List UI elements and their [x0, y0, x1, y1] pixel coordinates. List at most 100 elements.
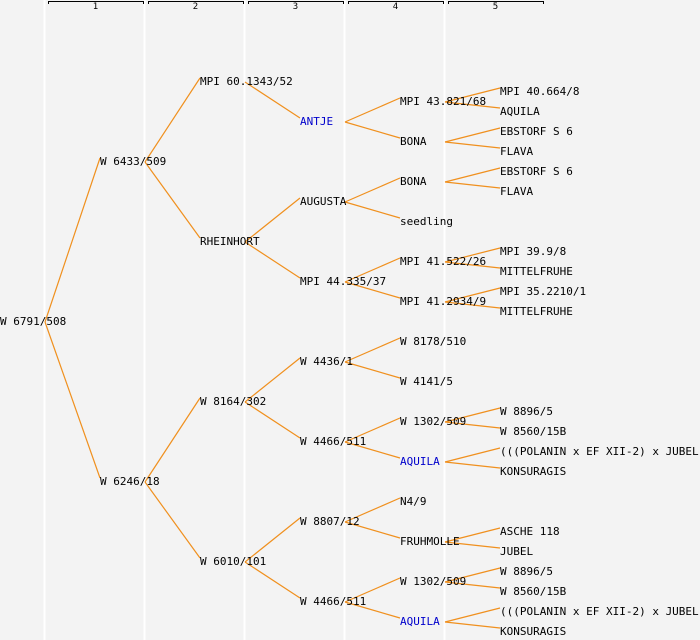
pedigree-node[interactable]: MPI 40.664/8 [500, 85, 580, 98]
pedigree-node[interactable]: MPI 44.335/37 [300, 275, 387, 288]
pedigree-edge [444, 447, 501, 463]
pedigree-edge [444, 127, 501, 143]
pedigree-edge [444, 287, 501, 303]
pedigree-node[interactable]: FLAVA [500, 145, 534, 158]
pedigree-node[interactable]: KONSURAGIS [500, 465, 567, 478]
pedigree-edge [444, 567, 501, 583]
pedigree-edge [344, 257, 401, 283]
pedigree-edge [444, 261, 501, 269]
pedigree-node[interactable]: W 8896/5 [500, 565, 553, 578]
pedigree-edge [444, 461, 501, 469]
pedigree-edge [144, 397, 201, 483]
pedigree-edge [344, 201, 401, 219]
pedigree-node[interactable]: W 1302/509 [400, 415, 467, 428]
pedigree-edge [444, 541, 501, 549]
generation-number: 1 [92, 2, 99, 12]
pedigree-node[interactable]: MPI 41.522/26 [400, 255, 487, 268]
pedigree-edge [344, 281, 401, 299]
pedigree-edge [444, 181, 501, 189]
pedigree-edge [244, 561, 301, 599]
pedigree-edge [144, 161, 201, 239]
pedigree-node[interactable]: (((POLANIN x EF XII-2) x JUBEL) x [500, 605, 700, 618]
pedigree-edge [344, 337, 401, 363]
pedigree-node[interactable]: FLAVA [500, 185, 534, 198]
pedigree-edge [344, 121, 401, 139]
pedigree-node[interactable]: MPI 39.9/8 [500, 245, 567, 258]
pedigree-node[interactable]: W 6246/18 [100, 475, 160, 488]
pedigree-edge [244, 81, 301, 119]
pedigree-edge [244, 357, 301, 403]
pedigree-edge [44, 157, 101, 323]
generation-number: 3 [292, 2, 299, 12]
pedigree-node[interactable]: W 4141/5 [400, 375, 453, 388]
pedigree-node[interactable]: W 8560/15B [500, 425, 567, 438]
pedigree-edge [444, 581, 501, 589]
generation-number: 4 [392, 2, 399, 12]
pedigree-edge [144, 481, 201, 559]
pedigree-edge [444, 621, 501, 629]
pedigree-edge [444, 607, 501, 623]
pedigree-node[interactable]: W 6010/101 [200, 555, 267, 568]
pedigree-edge [444, 407, 501, 423]
pedigree-node[interactable]: AUGUSTA [300, 195, 347, 208]
pedigree-edge [44, 321, 101, 479]
pedigree-node[interactable]: RHEINHORT [200, 235, 260, 248]
pedigree-node[interactable]: W 8807/12 [300, 515, 360, 528]
generation-number: 2 [192, 2, 199, 12]
pedigree-node[interactable]: MITTELFRUHE [500, 305, 573, 318]
pedigree-node[interactable]: FRUHMOLLE [400, 535, 460, 548]
pedigree-node[interactable]: W 4466/511 [300, 595, 367, 608]
pedigree-node[interactable]: AQUILA [500, 105, 540, 118]
pedigree-node[interactable]: N4/9 [400, 495, 427, 508]
pedigree-node[interactable]: W 4466/511 [300, 435, 367, 448]
pedigree-edge [344, 497, 401, 523]
pedigree-node[interactable]: EBSTORF S 6 [500, 165, 573, 178]
pedigree-node[interactable]: W 8178/510 [400, 335, 467, 348]
generation-bracket [148, 1, 244, 4]
pedigree-node[interactable]: W 1302/509 [400, 575, 467, 588]
pedigree-edge [244, 401, 301, 439]
generation-bracket [248, 1, 344, 4]
pedigree-node[interactable]: AQUILA [400, 615, 440, 628]
pedigree-node[interactable]: seedling [400, 215, 453, 228]
root-node[interactable]: W 6791/508 [0, 315, 67, 328]
pedigree-edge [244, 517, 301, 563]
pedigree-node[interactable]: ASCHE 118 [500, 525, 560, 538]
pedigree-node[interactable]: W 8896/5 [500, 405, 553, 418]
pedigree-node[interactable]: W 4436/1 [300, 355, 353, 368]
pedigree-node[interactable]: ANTJE [300, 115, 334, 128]
pedigree-edge [344, 601, 401, 619]
pedigree-edge [344, 441, 401, 459]
pedigree-node[interactable]: JUBEL [500, 545, 534, 558]
pedigree-edge [344, 97, 401, 123]
pedigree-edges [44, 77, 501, 629]
pedigree-node[interactable]: W 8164/302 [200, 395, 267, 408]
pedigree-edge [444, 87, 501, 103]
pedigree-edge [344, 521, 401, 539]
pedigree-edge [444, 101, 501, 109]
pedigree-node[interactable]: BONA [400, 175, 427, 188]
pedigree-node[interactable]: MPI 60.1343/52 [200, 75, 293, 88]
pedigree-edge [244, 197, 301, 243]
pedigree-node[interactable]: MPI 43.821/68 [400, 95, 487, 108]
pedigree-edge [444, 247, 501, 263]
pedigree-node[interactable]: (((POLANIN x EF XII-2) x JUBEL) x [500, 445, 700, 458]
generation-bracket [48, 1, 144, 4]
pedigree-node[interactable]: W 6433/509 [100, 155, 167, 168]
pedigree-node[interactable]: KONSURAGIS [500, 625, 567, 638]
pedigree-node[interactable]: MPI 41.2934/9 [400, 295, 487, 308]
pedigree-node[interactable]: W 8560/15B [500, 585, 567, 598]
column-dividers [43, 0, 446, 640]
pedigree-node[interactable]: AQUILA [400, 455, 440, 468]
pedigree-node[interactable]: MITTELFRUHE [500, 265, 573, 278]
generation-brackets [48, 1, 544, 4]
pedigree-edge [344, 361, 401, 379]
pedigree-node[interactable]: MPI 35.2210/1 [500, 285, 587, 298]
generation-bracket [348, 1, 444, 4]
pedigree-node[interactable]: EBSTORF S 6 [500, 125, 573, 138]
pedigree-node[interactable]: BONA [400, 135, 427, 148]
pedigree-edge [244, 241, 301, 279]
pedigree-edge [144, 77, 201, 163]
pedigree-edge [344, 177, 401, 203]
